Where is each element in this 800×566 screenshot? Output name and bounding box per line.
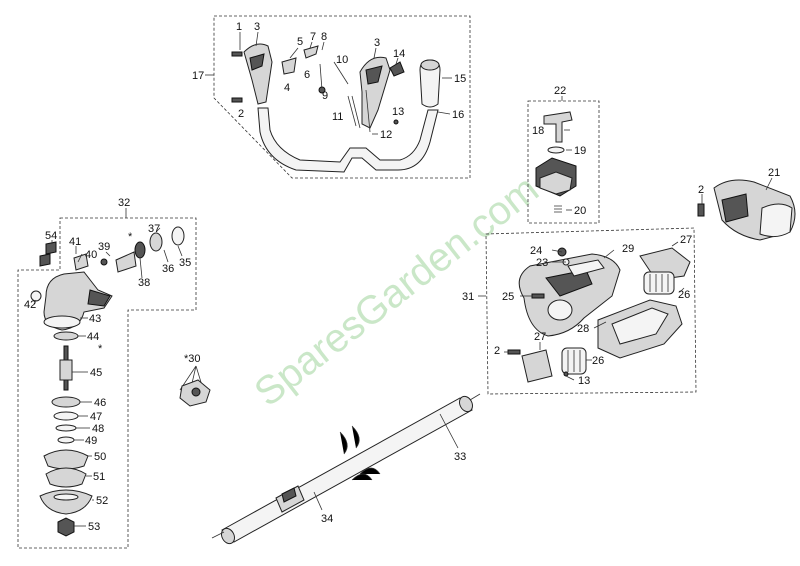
label-26: 26 <box>678 289 690 301</box>
clamp-assembly-group: 22 18 19 20 <box>527 85 600 224</box>
lever-part <box>303 45 319 59</box>
label-50: 50 <box>94 451 106 463</box>
label-29: 29 <box>622 243 634 255</box>
label-14: 14 <box>393 48 405 60</box>
label-44: 44 <box>87 331 99 343</box>
screw-part <box>231 51 243 57</box>
trigger-part <box>281 57 297 75</box>
label-11: 11 <box>332 111 343 123</box>
blade <box>45 467 87 488</box>
label-45: 45 <box>90 367 102 379</box>
label-19: 19 <box>574 145 586 157</box>
guard-cup <box>39 489 93 515</box>
clutch-plate <box>521 349 553 383</box>
label-13: 13 <box>392 106 404 118</box>
label-43: 43 <box>89 313 101 325</box>
drive-shaft-group: 33 34 <box>211 393 481 545</box>
label-5: 5 <box>297 36 303 48</box>
label-1: 1 <box>236 21 242 33</box>
clutch-drum <box>643 271 675 295</box>
label-23: 23 <box>536 257 548 269</box>
label-30: *30 <box>184 353 201 365</box>
label-32: 32 <box>118 197 130 209</box>
label-53: 53 <box>88 521 100 533</box>
wing-knob <box>543 111 573 143</box>
label-38: 38 <box>138 277 150 289</box>
bevel-gear-45 <box>59 359 73 381</box>
label-54: 54 <box>45 230 57 242</box>
nut <box>57 517 75 537</box>
bearing-38 <box>134 241 146 259</box>
label-2: 2 <box>238 108 244 120</box>
group-32-outline <box>17 217 197 549</box>
shaft-tube <box>221 397 473 543</box>
label-31: 31 <box>462 291 474 303</box>
label-33: 33 <box>454 451 466 463</box>
label-3: 3 <box>254 21 260 33</box>
label-18: 18 <box>532 125 544 137</box>
housing-cover <box>567 259 605 277</box>
label-28: 28 <box>577 323 589 335</box>
label-21: 21 <box>768 167 780 179</box>
switch-part <box>389 61 405 77</box>
harness-clip-group: *30 <box>179 353 211 407</box>
label-20: 20 <box>574 205 586 217</box>
left-grip <box>243 43 273 105</box>
label-48: 48 <box>92 423 104 435</box>
shaft-coupler-group: 2 21 <box>697 167 796 241</box>
label-47: 47 <box>90 411 102 423</box>
label-15: 15 <box>454 73 466 85</box>
label-10: 10 <box>336 54 348 66</box>
label-7: 7 <box>310 31 316 43</box>
label-25: 25 <box>502 291 514 303</box>
label-27: 27 <box>680 234 692 246</box>
label-26b: 26 <box>592 355 604 367</box>
label-49: 49 <box>85 435 97 447</box>
label-41: 41 <box>69 236 81 248</box>
label-12: 12 <box>380 129 392 141</box>
washer <box>547 146 565 154</box>
label-42: 42 <box>24 299 36 311</box>
label-34: 34 <box>321 513 333 525</box>
label-22: 22 <box>554 85 566 97</box>
bevel-gear <box>115 251 137 273</box>
handle-assembly-group: 1 3 5 7 8 6 10 4 9 3 14 15 17 2 11 12 13… <box>192 15 471 179</box>
label-2c: 2 <box>494 345 500 357</box>
label-3b: 3 <box>374 37 380 49</box>
label-51: 51 <box>93 471 105 483</box>
screw-part <box>231 97 243 103</box>
blade-holder <box>43 449 89 470</box>
label-4: 4 <box>284 82 290 94</box>
seal-35 <box>171 226 185 246</box>
group-22-outline <box>527 100 600 224</box>
label-36: 36 <box>162 263 174 275</box>
handle-tube <box>257 107 439 173</box>
label-37: 37 <box>148 223 160 235</box>
label-27b: 27 <box>534 331 546 343</box>
label-6: 6 <box>304 69 310 81</box>
label-46: 46 <box>94 397 106 409</box>
label-8: 8 <box>321 31 327 43</box>
label-39: 39 <box>98 241 110 253</box>
label-9: 9 <box>322 90 328 102</box>
star-mark: * <box>128 231 133 243</box>
label-52: 52 <box>96 495 108 507</box>
coupler-bolt <box>697 203 705 217</box>
group-31-outline <box>485 227 697 395</box>
label-13b: 13 <box>578 375 590 387</box>
label-16: 16 <box>452 109 464 121</box>
star-mark-2: * <box>98 343 103 355</box>
label-17: 17 <box>192 70 204 82</box>
label-24: 24 <box>530 245 542 257</box>
gearhead-group: 32 54 41 39 40 * 37 38 36 35 42 43 44 * … <box>17 197 197 549</box>
engine-housing-group: 24 23 29 27 25 26 31 28 2 27 26 13 <box>462 227 697 395</box>
clutch-housing <box>518 253 621 337</box>
bearing-37 <box>149 232 163 252</box>
label-2b: 2 <box>698 184 704 196</box>
label-35: 35 <box>179 257 191 269</box>
group-17-outline <box>213 15 471 179</box>
bearing-44 <box>53 331 79 341</box>
label-40: 40 <box>85 249 97 261</box>
